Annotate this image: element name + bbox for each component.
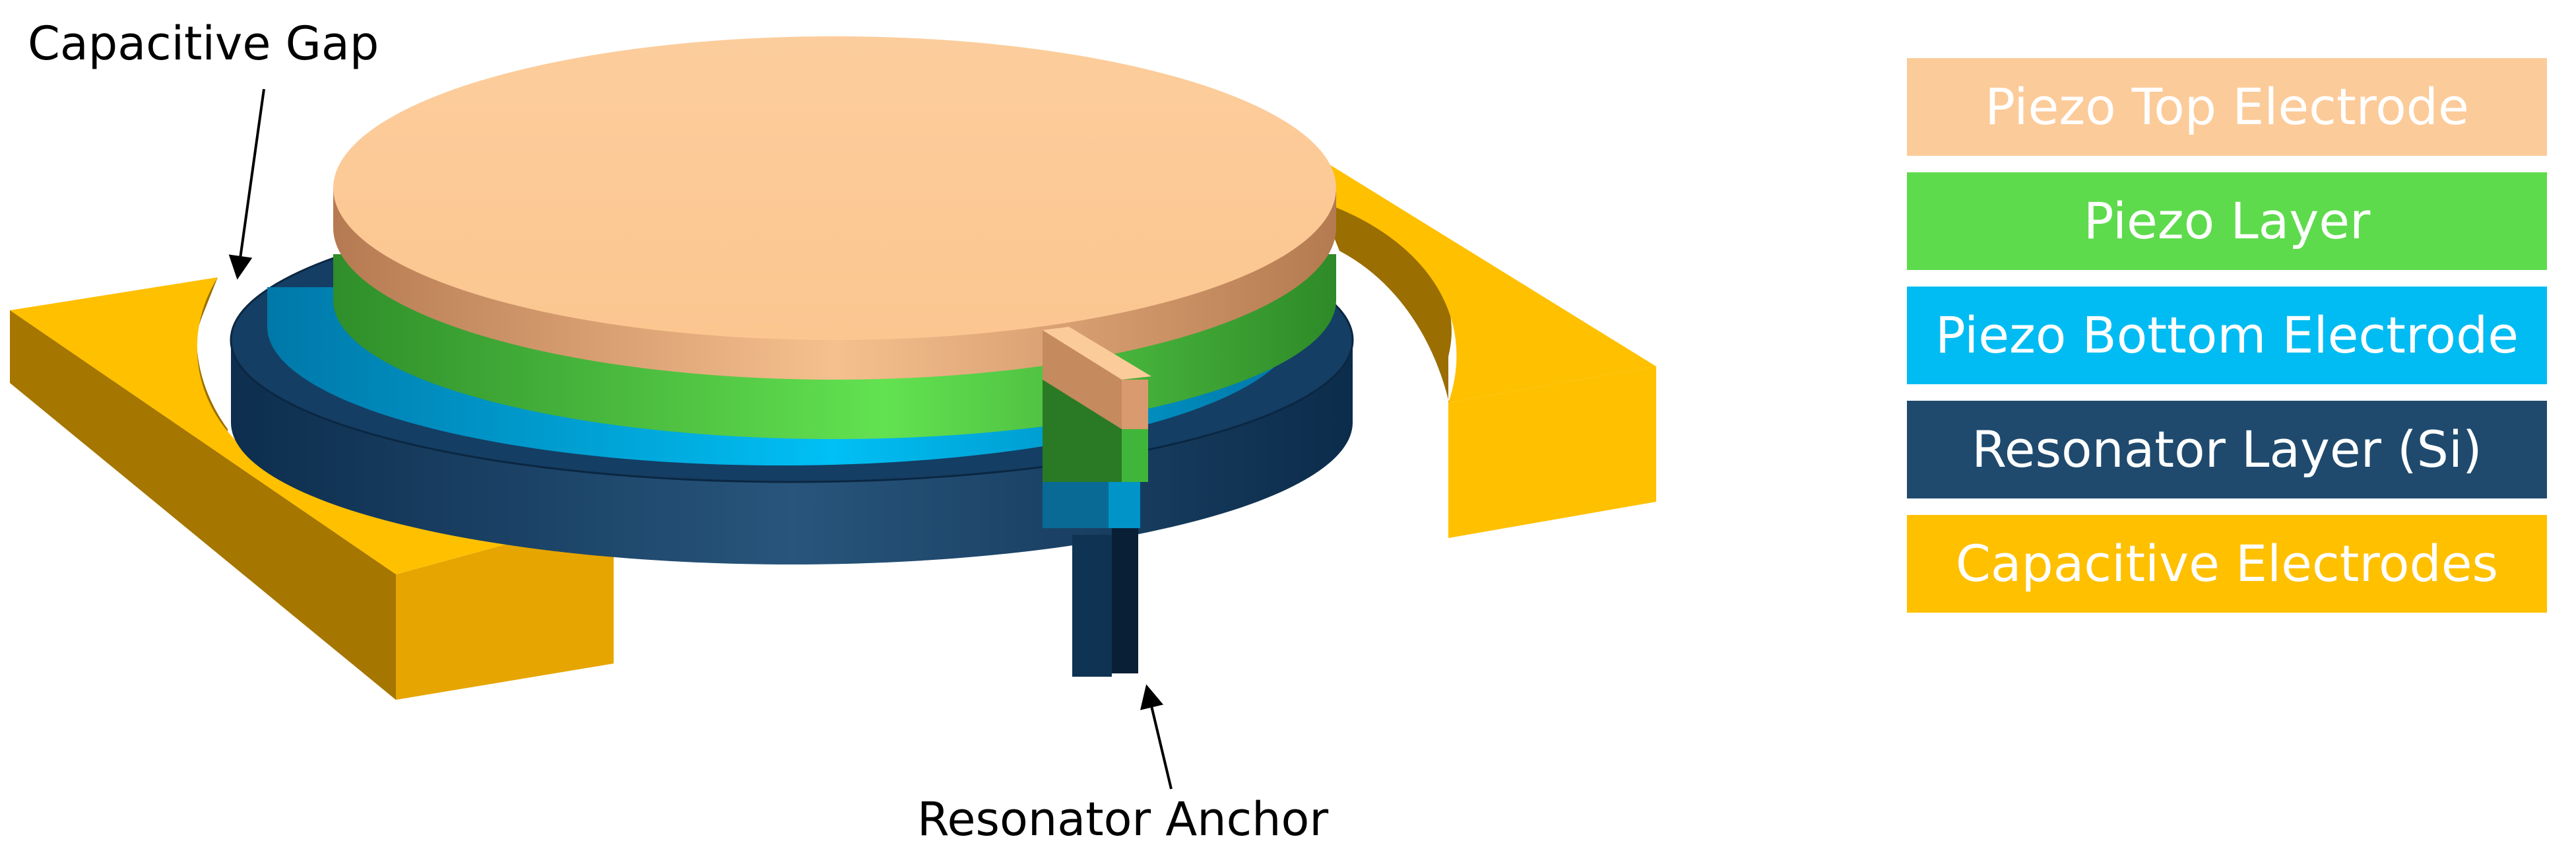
resonator-anchor-arrow bbox=[1140, 684, 1173, 790]
legend-swatch bbox=[1907, 58, 2547, 156]
legend-item: Resonator Layer (Si) bbox=[1907, 401, 2547, 498]
capacitive-gap-label: Capacitive Gap bbox=[28, 17, 379, 71]
capacitive-gap-callout: Capacitive Gap bbox=[28, 17, 379, 280]
legend-item: Piezo Bottom Electrode bbox=[1907, 287, 2547, 384]
legend-label: Piezo Layer bbox=[2084, 191, 2371, 250]
resonator-anchor-tab bbox=[1043, 327, 1151, 677]
left-capacitive-electrode bbox=[10, 277, 614, 700]
left-electrode-front-face bbox=[10, 310, 614, 700]
right-electrode-inner-face bbox=[1320, 201, 1457, 522]
capacitive-gap-arrow bbox=[228, 88, 265, 280]
left-electrode-end-face bbox=[10, 310, 396, 700]
anchor-top-cap bbox=[1043, 327, 1151, 380]
piezo-top-electrode-face bbox=[333, 36, 1336, 340]
legend-item: Piezo Layer bbox=[1907, 172, 2547, 270]
resonator-anchor-callout: Resonator Anchor bbox=[917, 684, 1328, 846]
legend-swatch bbox=[1907, 287, 2547, 384]
anchor-side-blue bbox=[1043, 482, 1109, 528]
legend-swatch bbox=[1907, 401, 2547, 498]
right-electrode-front-face bbox=[1448, 366, 1656, 538]
legend-swatch bbox=[1907, 172, 2547, 270]
legend-item: Piezo Top Electrode bbox=[1907, 58, 2547, 156]
right-electrode-top-face bbox=[1320, 158, 1656, 403]
legend-label: Piezo Bottom Electrode bbox=[1935, 306, 2519, 364]
anchor-front-blue bbox=[1109, 482, 1140, 528]
anchor-front-green bbox=[1122, 429, 1148, 482]
anchor-side-si bbox=[1112, 528, 1138, 673]
piezo-stack bbox=[267, 36, 1336, 465]
legend-swatch bbox=[1907, 515, 2547, 613]
anchor-front-peach bbox=[1122, 380, 1148, 429]
legend-label: Piezo Top Electrode bbox=[1985, 77, 2469, 136]
legend-label: Capacitive Electrodes bbox=[1956, 534, 2498, 593]
left-electrode-top-face bbox=[10, 277, 614, 574]
resonator-anchor-label: Resonator Anchor bbox=[917, 792, 1328, 846]
legend-item: Capacitive Electrodes bbox=[1907, 515, 2547, 613]
anchor-side-peach bbox=[1043, 330, 1122, 429]
right-capacitive-electrode bbox=[1320, 158, 1656, 538]
legend-label: Resonator Layer (Si) bbox=[1972, 420, 2482, 479]
anchor-front-si bbox=[1072, 535, 1112, 677]
